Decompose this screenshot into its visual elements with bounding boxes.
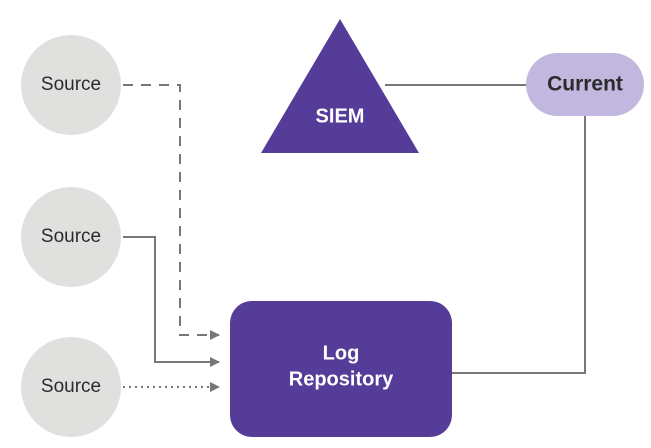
log-repository-label-line1: Log [323,342,360,364]
source-label-1: Source [41,74,101,95]
source-node-3: Source [21,337,121,437]
source-node-2: Source [21,187,121,287]
connectors [123,84,586,392]
source-label-2: Source [41,226,101,247]
siem-label: SIEM [316,105,365,127]
connector-source2-to-log-repository [123,236,220,367]
log-repository-label-line2: Repository [289,368,394,390]
source-node-1: Source [21,35,121,135]
connector-current-to-log-repository [452,115,586,374]
current-node: Current [526,53,644,116]
log-repository-node: Log Repository [230,301,452,437]
source-label-3: Source [41,376,101,397]
current-label: Current [547,73,623,96]
connector-source1-to-log-repository [123,84,220,340]
siem-node: SIEM [261,19,419,153]
